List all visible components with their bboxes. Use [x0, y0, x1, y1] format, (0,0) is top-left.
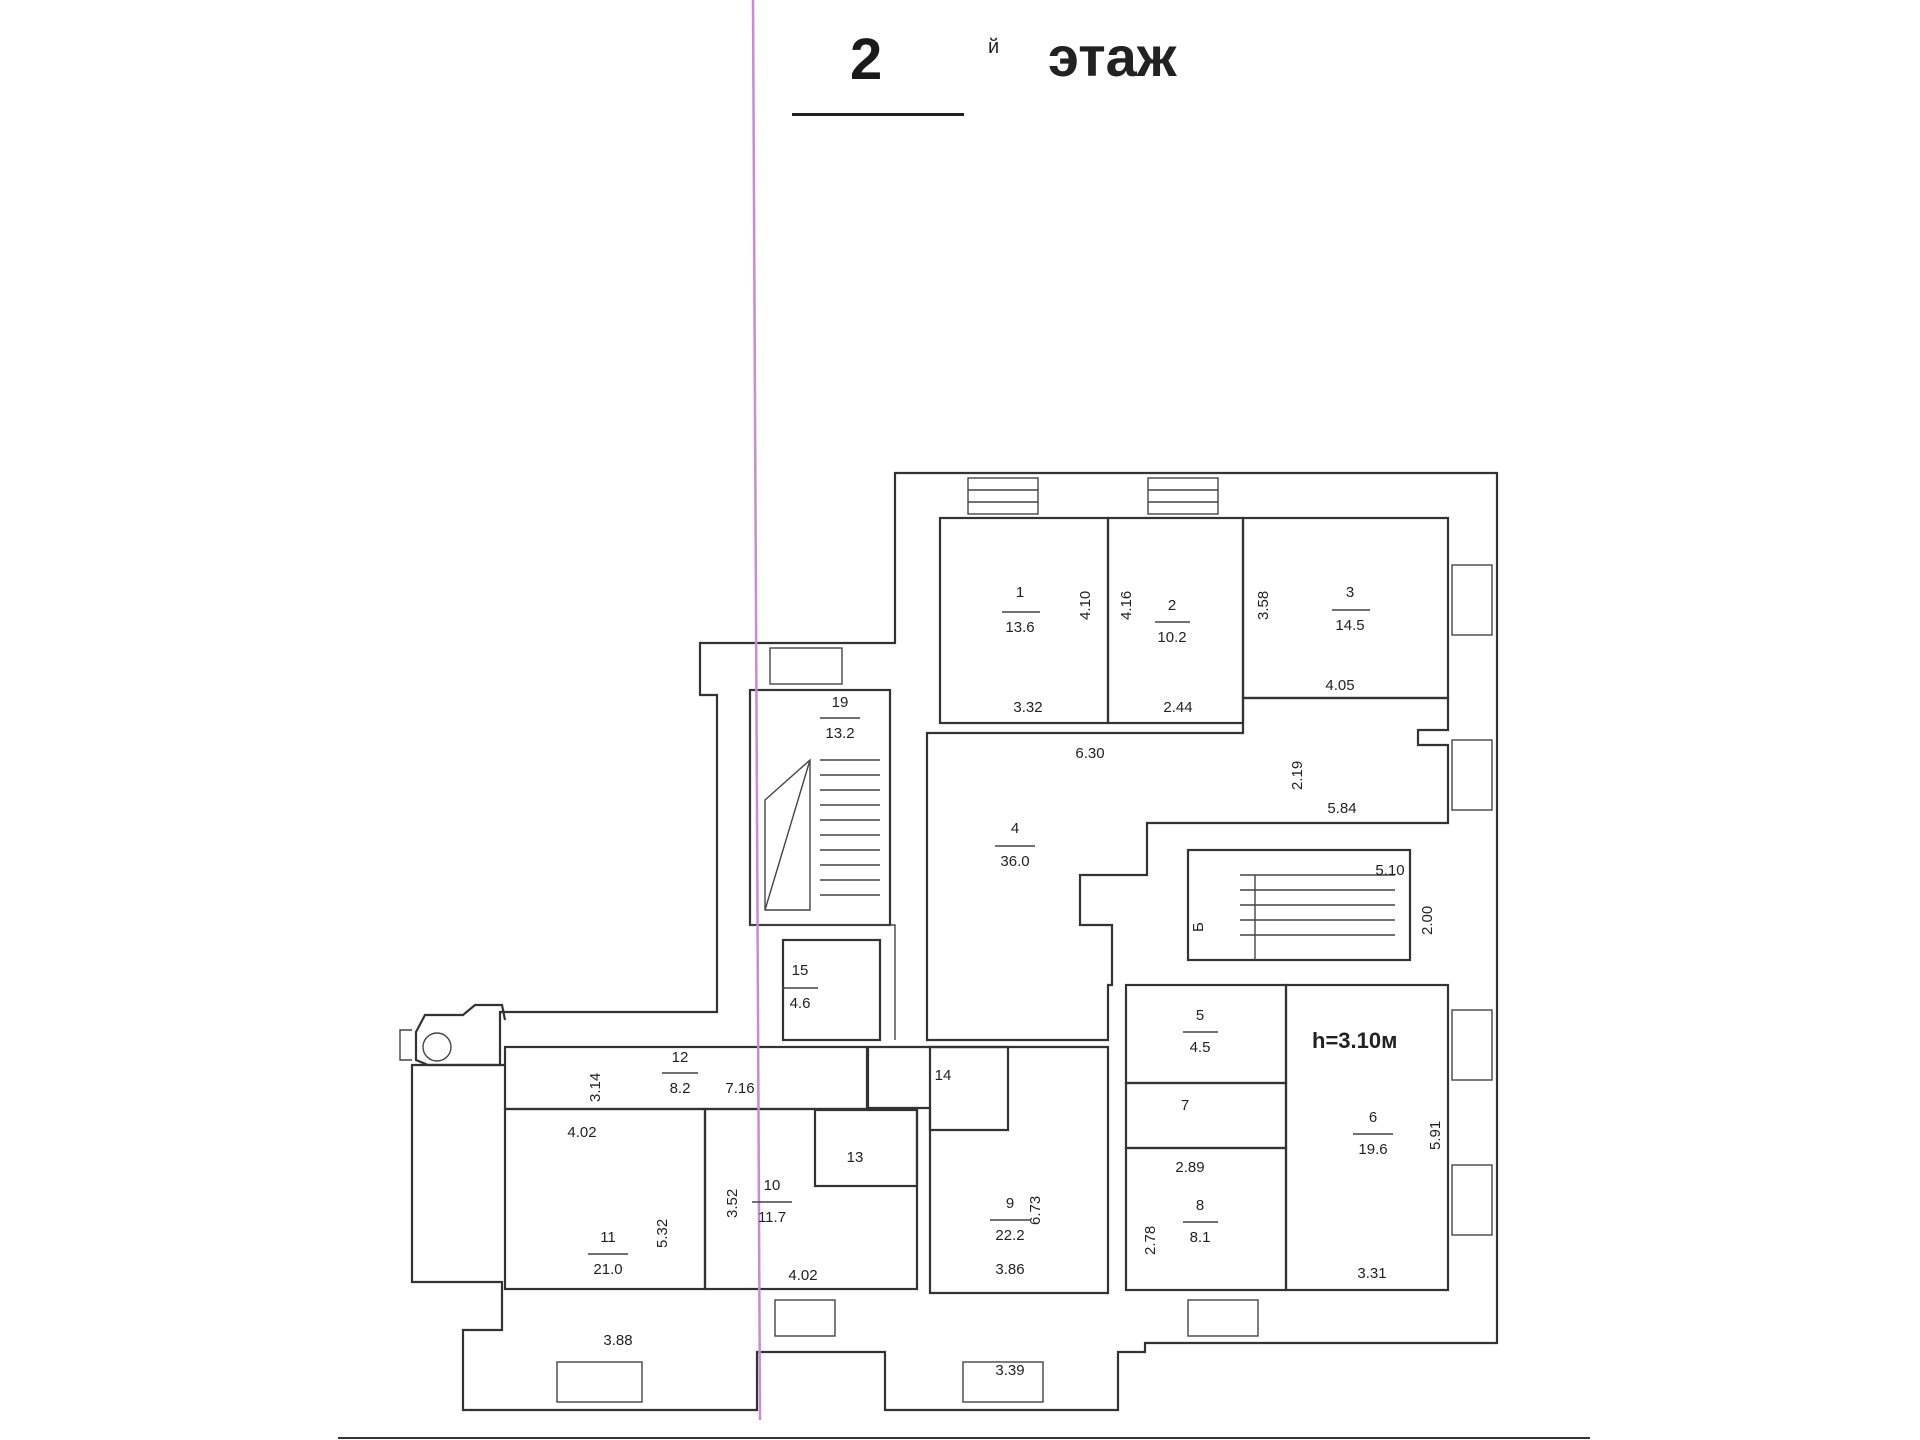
- building-outline: [399, 471, 1499, 1412]
- stair-mark: Б: [1190, 922, 1207, 932]
- title-underline: [792, 113, 964, 116]
- room-9-number: 9: [1006, 1195, 1014, 1212]
- room-12-number: 12: [672, 1049, 689, 1066]
- floor-number: 2: [850, 27, 883, 92]
- dimension-label: 3.52: [724, 1189, 741, 1218]
- room-8-area: 8.1: [1190, 1229, 1211, 1246]
- floor-word: этаж: [1048, 25, 1177, 88]
- dimension-label: 4.16: [1118, 591, 1135, 620]
- dimension-label: 4.02: [788, 1267, 817, 1284]
- dimension-label: 6.30: [1075, 745, 1104, 762]
- room-4-area: 36.0: [1000, 853, 1029, 870]
- ceiling-height-note: h=3.10м: [1312, 1028, 1397, 1053]
- dimension-label: 3.39: [995, 1362, 1024, 1379]
- room-3-area: 14.5: [1335, 617, 1364, 634]
- dimension-label: 2.19: [1289, 761, 1306, 790]
- dimension-label: 4.05: [1325, 677, 1354, 694]
- dimension-label: 3.88: [603, 1332, 632, 1349]
- dimension-label: 4.02: [567, 1124, 596, 1141]
- guide-line: [751, 0, 762, 1421]
- room-14-number: 14: [935, 1067, 952, 1084]
- dimension-label: 5.32: [654, 1219, 671, 1248]
- dimension-label: 5.84: [1327, 800, 1356, 817]
- dimension-label: 2.44: [1163, 699, 1192, 716]
- room-5-number: 5: [1196, 1007, 1204, 1024]
- room-labels: 1 13.6 2 10.2 3 14.5 4 36.0 5 4.5 6 19.6…: [588, 584, 1397, 1278]
- room-19-area: 13.2: [825, 725, 854, 742]
- room-10-number: 10: [764, 1177, 781, 1194]
- dimension-labels: 4.10 4.16 3.58 3.32 2.44 4.05 6.30 2.19 …: [567, 591, 1444, 1379]
- dimension-label: 7.16: [725, 1080, 754, 1097]
- room-8-number: 8: [1196, 1197, 1204, 1214]
- floor-number-suffix: й: [988, 36, 1000, 58]
- staircase: [820, 759, 1395, 936]
- room-15-area: 4.6: [790, 995, 811, 1012]
- room-12-area: 8.2: [670, 1080, 691, 1097]
- room-7-number: 7: [1181, 1097, 1189, 1114]
- windows: [556, 477, 1493, 1403]
- dimension-label: 4.10: [1077, 591, 1094, 620]
- room-3-number: 3: [1346, 584, 1354, 601]
- dimension-label: 5.91: [1427, 1121, 1444, 1150]
- floor-title: 2 й этаж: [0, 20, 1920, 130]
- room-11-number: 11: [600, 1229, 616, 1246]
- dimension-label: 3.14: [587, 1073, 604, 1102]
- room-15-number: 15: [792, 962, 809, 979]
- room-1-area: 13.6: [1005, 619, 1034, 636]
- dimension-label: 2.00: [1419, 906, 1436, 935]
- interior-walls: [503, 516, 1450, 1295]
- room-4-number: 4: [1011, 820, 1019, 837]
- room-9-area: 22.2: [995, 1227, 1024, 1244]
- dimension-label: 3.58: [1255, 591, 1272, 620]
- dimension-label: 2.89: [1175, 1159, 1204, 1176]
- room-13-number: 13: [847, 1149, 864, 1166]
- room-2-number: 2: [1168, 597, 1176, 614]
- room-1-number: 1: [1016, 584, 1024, 601]
- dimension-label: 3.86: [995, 1261, 1024, 1278]
- room-6-number: 6: [1369, 1109, 1377, 1126]
- dimension-label: 5.10: [1375, 862, 1404, 879]
- dimension-label: 3.31: [1357, 1265, 1386, 1282]
- dimension-label: 6.73: [1027, 1196, 1044, 1225]
- room-2-area: 10.2: [1157, 629, 1186, 646]
- room-5-area: 4.5: [1190, 1039, 1211, 1056]
- dimension-label: 2.78: [1142, 1226, 1159, 1255]
- room-11-area: 21.0: [593, 1261, 622, 1278]
- dimension-label: 3.32: [1013, 699, 1042, 716]
- room-6-area: 19.6: [1358, 1141, 1387, 1158]
- room-10-area: 11.7: [758, 1209, 786, 1226]
- room-19-number: 19: [832, 694, 849, 711]
